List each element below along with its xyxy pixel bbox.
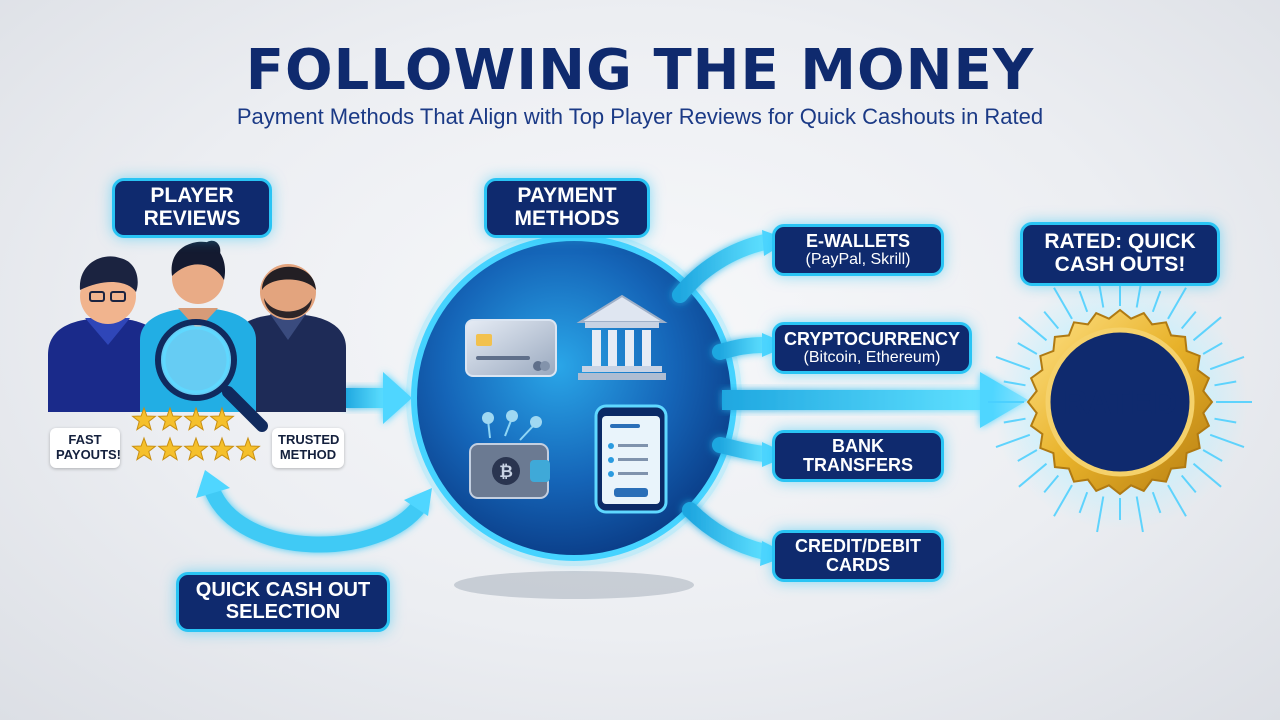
method-bank-transfers: BANK TRANSFERS <box>772 430 944 482</box>
seal-ray <box>1003 417 1026 424</box>
rated-quick-cash-outs-label: RATED: QUICK CASH OUTS! <box>1020 222 1220 286</box>
player-reviews-label-line2: REVIEWS <box>143 207 241 230</box>
magnifying-glass-icon <box>155 319 268 432</box>
seal-ray <box>1192 316 1222 342</box>
method-bank-transfers-line2: TRANSFERS <box>802 455 913 475</box>
seal-ray <box>1151 491 1162 514</box>
arrow-to-rated-shaft <box>722 390 982 410</box>
fast-payouts-badge: FAST PAYOUTS! <box>50 428 122 468</box>
seal-ray <box>995 433 1031 449</box>
star-icon <box>131 436 157 461</box>
player-reviews-label-line1: PLAYER <box>150 184 234 208</box>
rating-stars-row-1 <box>131 406 235 431</box>
seal-ray <box>1078 491 1089 514</box>
seal-rays <box>988 271 1252 533</box>
payment-methods-label-line2: METHODS <box>514 207 620 230</box>
crypto-wallet-icon: ₿ <box>469 410 550 499</box>
star-icon <box>209 436 235 461</box>
quick-cash-out-label-line1: QUICK CASH OUT <box>195 579 371 602</box>
fast-payouts-line2: PAYOUTS! <box>56 446 122 462</box>
credit-card-icon <box>465 319 557 377</box>
payment-methods-label-line1: PAYMENT <box>517 184 617 208</box>
seal-ray <box>1209 433 1245 449</box>
loop-arrowhead-right <box>404 488 432 516</box>
mobile-payment-app-icon <box>594 404 668 514</box>
star-icon <box>157 406 183 431</box>
method-credit-debit-line1: CREDIT/DEBIT <box>795 535 921 556</box>
seal-ray <box>1043 310 1060 330</box>
seal-ray <box>1135 496 1144 533</box>
seal-ray <box>1003 380 1026 387</box>
star-icon <box>157 436 183 461</box>
page-subtitle: Payment Methods That Align with Top Play… <box>236 104 1044 129</box>
seal-ray <box>1214 380 1237 387</box>
seal-ray <box>1209 355 1245 371</box>
svg-text:₿: ₿ <box>499 462 513 482</box>
seal-ray <box>1180 474 1197 494</box>
method-e-wallets-title: E-WALLETS <box>806 230 910 251</box>
arrow-reviews-to-hub-head <box>383 372 412 424</box>
seal-ray <box>1167 287 1187 320</box>
seal-ray <box>1192 462 1222 488</box>
seal-text: RATED <box>1063 384 1178 422</box>
rated-label-line1: RATED: QUICK <box>1044 230 1196 254</box>
arrow-to-e-wallets <box>672 234 773 303</box>
seal-ray <box>1017 342 1038 355</box>
rating-stars-row-2 <box>131 436 261 461</box>
seal-ray <box>1017 449 1038 462</box>
trusted-method-badge: TRUSTED METHOD <box>272 428 344 468</box>
seal-ray <box>1096 496 1105 533</box>
seal-ray <box>1053 287 1073 320</box>
page-title: FOLLOWING THE MONEY <box>245 38 1035 103</box>
method-cryptocurrency-title: CRYPTOCURRENCY <box>783 328 961 349</box>
arrow-reviews-to-hub-shaft <box>345 388 385 408</box>
rated-seal: RATED <box>988 271 1252 533</box>
star-icon <box>235 436 261 461</box>
quick-cash-out-selection-label: QUICK CASH OUT SELECTION <box>176 572 390 632</box>
payment-methods-label: PAYMENT METHODS <box>484 178 650 238</box>
bank-icon <box>576 294 668 380</box>
seal-ray <box>1078 290 1089 313</box>
player-avatars <box>48 240 346 432</box>
trusted-method-line2: METHOD <box>279 446 337 462</box>
star-icon <box>131 406 157 431</box>
star-icon <box>183 406 209 431</box>
method-credit-debit-cards: CREDIT/DEBIT CARDS <box>772 530 944 582</box>
rated-label-line2: CASH OUTS! <box>1054 253 1186 276</box>
fast-payouts-line1: FAST <box>68 432 102 447</box>
trusted-method-line1: TRUSTED <box>278 432 340 447</box>
seal-inner <box>1045 327 1195 477</box>
hub-shadow <box>454 571 694 599</box>
seal-ray <box>995 355 1031 371</box>
seal-ray <box>1214 417 1237 424</box>
star-icon <box>209 406 235 431</box>
method-bank-transfers-line1: BANK <box>832 435 884 456</box>
quick-cash-out-label-line2: SELECTION <box>225 601 341 623</box>
method-arrows <box>672 234 773 560</box>
seal-ray <box>1151 290 1162 313</box>
player-avatar-beard <box>230 264 346 412</box>
method-credit-debit-line2: CARDS <box>825 555 890 575</box>
seal-ray <box>1202 342 1223 355</box>
method-e-wallets-detail: (PayPal, Skrill) <box>805 251 911 269</box>
method-cryptocurrency: CRYPTOCURRENCY (Bitcoin, Ethereum) <box>772 322 972 374</box>
seal-ray <box>1180 310 1197 330</box>
player-avatar-glasses <box>48 256 166 412</box>
seal-ray <box>1018 462 1048 488</box>
seal-ray <box>1167 484 1187 517</box>
method-cryptocurrency-detail: (Bitcoin, Ethereum) <box>803 349 941 367</box>
seal-ray <box>1043 474 1060 494</box>
player-reviews-label: PLAYER REVIEWS <box>112 178 272 238</box>
arrow-to-bank-transfers <box>712 437 773 462</box>
seal-ray <box>1053 484 1073 517</box>
loop-arrowhead-left <box>196 470 230 498</box>
star-icon <box>183 436 209 461</box>
quick-cash-out-loop-arrow <box>204 482 428 553</box>
arrow-to-cryptocurrency <box>712 337 773 360</box>
arrow-to-credit-debit-cards <box>682 502 773 560</box>
method-e-wallets: E-WALLETS (PayPal, Skrill) <box>772 224 944 276</box>
seal-ray <box>1018 316 1048 342</box>
seal-ray <box>1202 449 1223 462</box>
